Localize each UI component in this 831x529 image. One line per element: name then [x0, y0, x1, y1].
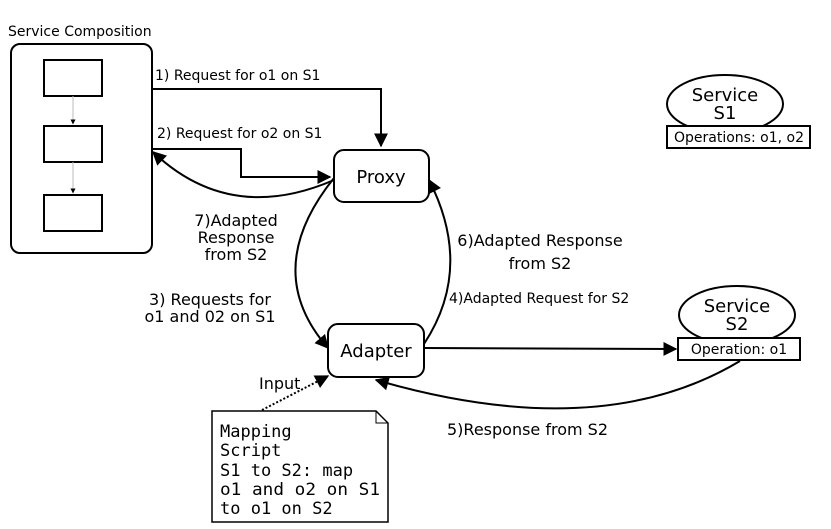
edge-4-arrow [423, 341, 678, 356]
mapping-script-line-1: Mapping [220, 422, 292, 442]
input-label: Input [259, 374, 300, 393]
edge-5-label: 5)Response from S2 [447, 420, 608, 439]
service-s2-name: S2 [726, 314, 749, 335]
mapping-script-line-3: S1 to S2: map [220, 461, 353, 481]
mapping-script-line-2: Script [220, 441, 281, 461]
edge-6-label-line2: from S2 [509, 254, 572, 273]
edge-2-arrow [152, 148, 332, 184]
composition-step-1 [43, 59, 103, 97]
composition-step-3 [43, 194, 103, 232]
service-s1-name: S1 [714, 103, 737, 124]
composition-step-2 [43, 125, 103, 163]
edge-7-label-line2: Response [198, 228, 275, 247]
edge-2-label: 2) Request for o2 on S1 [157, 126, 322, 142]
edge-5-arrow [374, 360, 741, 410]
service-s2-ops: Operation: o1 [691, 342, 787, 358]
service-s2-ops-box [677, 337, 801, 361]
edge-6-label-line1: 6)Adapted Response [457, 231, 622, 250]
edge-7-arrow [151, 151, 335, 199]
composition-title: Service Composition [8, 24, 152, 40]
service-s2-title: Service [704, 296, 771, 317]
edge-4-label: 4)Adapted Request for S2 [449, 291, 629, 307]
service-s1-title: Service [692, 85, 759, 106]
proxy-node [333, 149, 430, 203]
edge-7-label-line3: from S2 [205, 245, 268, 264]
service-s1-ops: Operations: o1, o2 [674, 130, 804, 146]
input-arrow [261, 375, 330, 411]
edge-3-label-line2: o1 and 02 on S1 [144, 307, 275, 326]
edge-3-arrow [294, 177, 335, 350]
mapping-script-fold [375, 411, 388, 424]
mapping-script-note [211, 410, 389, 523]
edge-3-label-line1: 3) Requests for [149, 290, 271, 309]
service-s1-ops-box [666, 125, 811, 149]
proxy-label: Proxy [356, 167, 406, 188]
mapping-script-line-5: to o1 on S2 [220, 499, 333, 519]
edge-1-arrow [152, 88, 388, 148]
edge-6-arrow [423, 178, 452, 345]
edge-7-label-line1: 7)Adapted [194, 211, 277, 230]
edge-1-label: 1) Request for o1 on S1 [155, 68, 320, 84]
mapping-script-line-4: o1 and o2 on S1 [220, 480, 380, 500]
adapter-label: Adapter [340, 341, 412, 362]
